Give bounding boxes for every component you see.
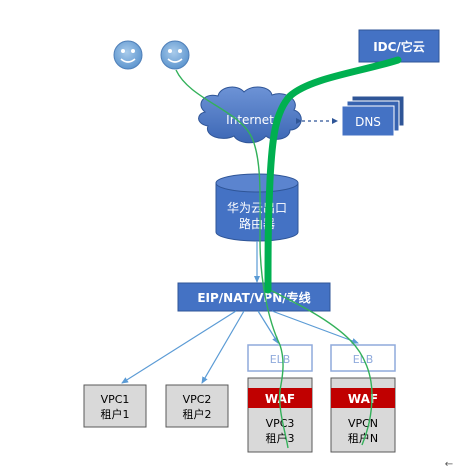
internet-label: Internet: [226, 113, 274, 127]
link-to-vpc1: [121, 310, 237, 384]
traffic-path-to-vpcn: [269, 289, 373, 446]
traffic-path-idc-dedicated: [264, 56, 402, 294]
gateway-box: [177, 282, 331, 312]
dns-server-stack-icon: [341, 95, 405, 137]
traffic-path-user-to-vpc3: [175, 69, 289, 449]
vpc1-box: [83, 384, 147, 428]
router-label-line1: 华为云出口: [227, 201, 287, 215]
vpc1-label-line1: VPC1: [101, 393, 130, 406]
elb-label-1: ELB: [270, 353, 291, 366]
vpcn-label-line2: 租户N: [348, 431, 378, 445]
vpcn-label-line1: VPCN: [348, 417, 378, 430]
waf-box-2: [331, 388, 395, 408]
idc-label: IDC/它云: [373, 39, 425, 54]
vpc3-label-line1: VPC3: [266, 417, 295, 430]
vpc2-label-line1: VPC2: [183, 393, 212, 406]
gateway-label: EIP/NAT/VPN/专线: [197, 290, 310, 305]
elb-box-1: [247, 344, 313, 372]
link-to-elb1: [257, 310, 279, 344]
vpc2-label-line2: 租户2: [183, 407, 212, 421]
vpc1-label-line2: 租户1: [101, 407, 130, 421]
user-1-smiley-icon: [113, 40, 143, 70]
user-2-smiley-icon: [160, 40, 190, 70]
elb-label-2: ELB: [353, 353, 374, 366]
corner-mark: ←: [445, 459, 453, 470]
dns-label: DNS: [355, 115, 381, 129]
vpc2-box: [165, 384, 229, 428]
link-to-vpc2: [201, 310, 245, 384]
waf-label-2: WAF: [348, 392, 378, 406]
vpc3-label-line2: 租户3: [266, 431, 295, 445]
link-to-elb2: [271, 310, 359, 344]
router-cylinder-icon: [215, 173, 299, 242]
